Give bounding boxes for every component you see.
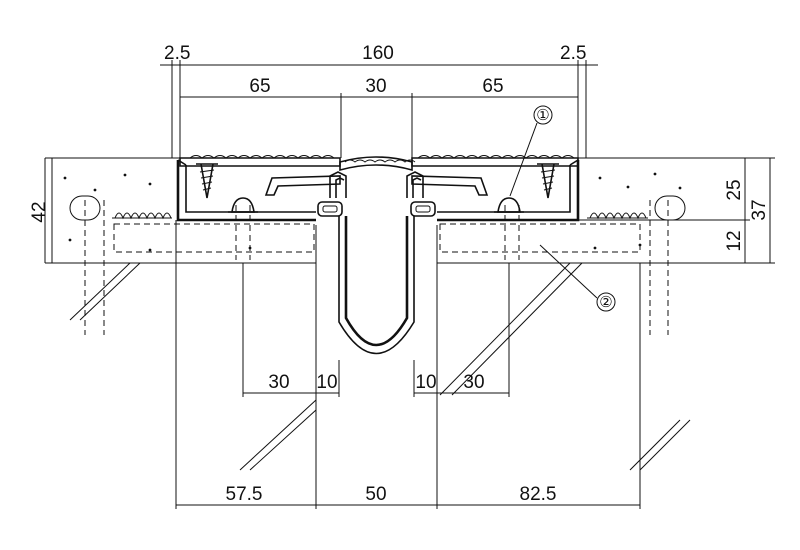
callout-1: ① — [536, 107, 549, 124]
dim-anchor-right-gap: 10 — [415, 372, 436, 393]
base-plate-dashed — [84, 200, 669, 335]
rubber-seal — [338, 216, 415, 355]
callout-leaders — [509, 105, 616, 312]
center-cover-plate — [339, 156, 416, 172]
callout-2: ② — [599, 294, 612, 311]
support-arms — [264, 175, 489, 196]
dim-height-total: 37 — [749, 199, 770, 220]
foam-backing-right — [587, 212, 648, 220]
bolts — [228, 197, 524, 213]
left-frame-profile — [176, 159, 316, 222]
dim-anchor-left-offset: 30 — [268, 372, 289, 393]
dim-bottom-center: 50 — [365, 484, 386, 505]
dim-top-total: 160 — [362, 43, 394, 64]
dim-plate-right: 65 — [482, 76, 503, 97]
dim-top-left-gap: 2.5 — [164, 43, 190, 64]
dim-height-upper: 25 — [724, 179, 745, 200]
dim-top-right-gap: 2.5 — [560, 43, 586, 64]
screws — [196, 163, 559, 199]
concrete-stipple — [63, 172, 682, 252]
dim-plate-center: 30 — [365, 76, 386, 97]
hatching — [69, 262, 691, 471]
dimension-lines — [51, 60, 775, 509]
dim-anchor-right-offset: 30 — [463, 372, 484, 393]
dim-anchor-left-gap: 10 — [316, 372, 337, 393]
right-slab — [436, 157, 690, 470]
dim-plate-left: 65 — [249, 76, 270, 97]
clips — [317, 171, 436, 217]
dim-height-left: 42 — [29, 201, 50, 222]
right-frame-profile — [437, 159, 580, 222]
dim-bottom-right: 82.5 — [520, 484, 557, 505]
dim-height-lower: 12 — [724, 230, 745, 251]
foam-backing-left — [112, 212, 172, 220]
dim-bottom-left: 57.5 — [226, 484, 263, 505]
